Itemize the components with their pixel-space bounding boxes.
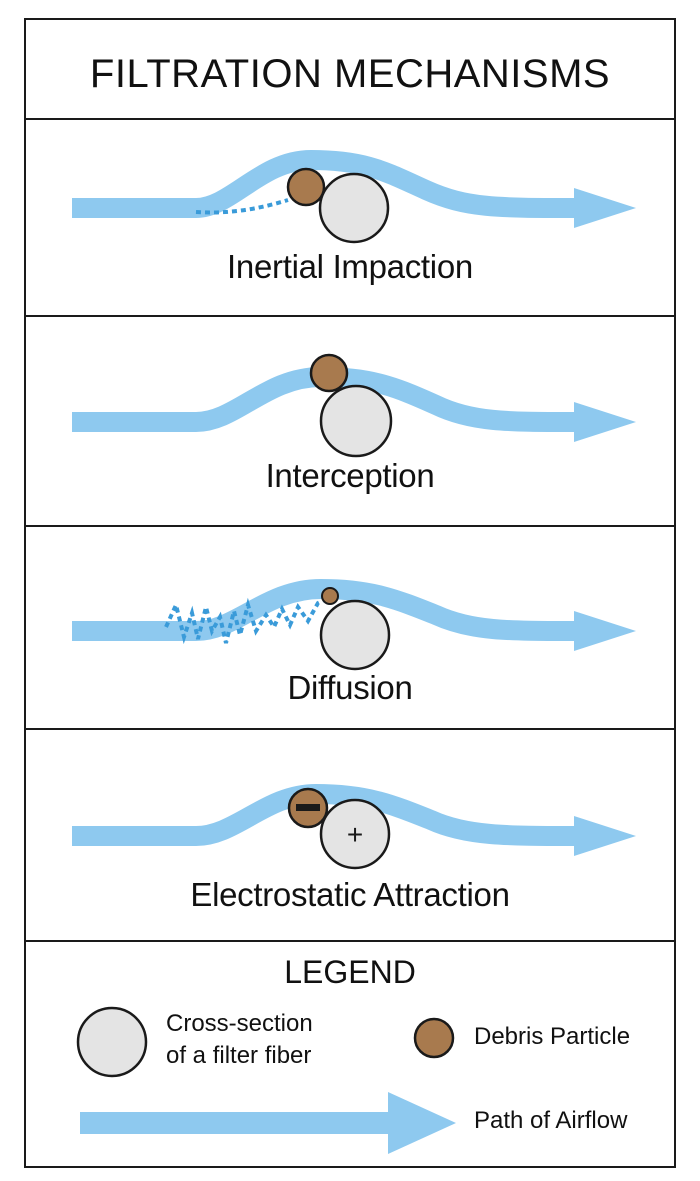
panel-electrostatic-attraction: + Electrostatic Attraction xyxy=(26,730,674,942)
debris-particle xyxy=(321,587,339,605)
legend-airflow-arrowhead xyxy=(388,1092,456,1154)
legend-fiber-label: Cross-section of a filter fiber xyxy=(166,1008,313,1072)
legend-title: LEGEND xyxy=(284,954,416,990)
legend-panel: LEGEND Cross-section of a filter fiber D… xyxy=(26,942,674,1166)
mechanism-label: Electrostatic Attraction xyxy=(190,876,510,913)
title-panel: FILTRATION MECHANISMS xyxy=(26,20,674,120)
debris-particle xyxy=(309,353,349,393)
diagram-title: FILTRATION MECHANISMS xyxy=(89,52,611,96)
diffusion-illustration xyxy=(72,578,636,671)
panel-inertial-impaction: Inertial Impaction xyxy=(26,120,674,317)
legend-fiber-line1: Cross-section xyxy=(166,1010,313,1037)
diagram-frame: FILTRATION MECHANISMS Inertial Impaction… xyxy=(24,18,676,1168)
interception-illustration xyxy=(72,353,636,458)
panel-interception: Interception xyxy=(26,317,674,527)
airflow-arrowhead xyxy=(574,402,636,442)
particle-trajectory xyxy=(195,198,289,215)
legend-airflow-bar xyxy=(80,1112,390,1134)
debris-particle xyxy=(286,167,326,207)
airflow-path xyxy=(72,149,577,218)
legend-fiber-line2: of a filter fiber xyxy=(166,1042,312,1069)
filter-fiber xyxy=(319,599,391,671)
electrostatic-illustration: + xyxy=(72,783,636,870)
panel-diffusion: Diffusion xyxy=(26,527,674,730)
legend-particle-swatch xyxy=(413,1017,455,1059)
airflow-arrowhead xyxy=(574,611,636,651)
mechanism-label: Interception xyxy=(265,457,435,494)
airflow-arrowhead xyxy=(574,188,636,228)
legend-symbols xyxy=(76,1006,456,1154)
brownian-motion-path xyxy=(164,597,327,645)
legend-airflow-label: Path of Airflow xyxy=(474,1107,628,1134)
airflow-arrowhead xyxy=(574,816,636,856)
legend-fiber-swatch xyxy=(76,1006,148,1078)
airflow-path xyxy=(72,366,577,432)
airflow-path xyxy=(72,783,577,846)
positive-charge-symbol: + xyxy=(347,819,363,850)
mechanism-label: Inertial Impaction xyxy=(227,248,473,285)
filter-fiber xyxy=(319,798,391,870)
negative-charge-symbol xyxy=(296,804,320,811)
inertial-impaction-illustration xyxy=(72,149,636,244)
filter-fiber xyxy=(318,172,390,244)
mechanism-label: Diffusion xyxy=(287,669,413,706)
airflow-path xyxy=(72,578,577,641)
filter-fiber xyxy=(319,384,393,458)
legend-particle-label: Debris Particle xyxy=(474,1023,631,1050)
